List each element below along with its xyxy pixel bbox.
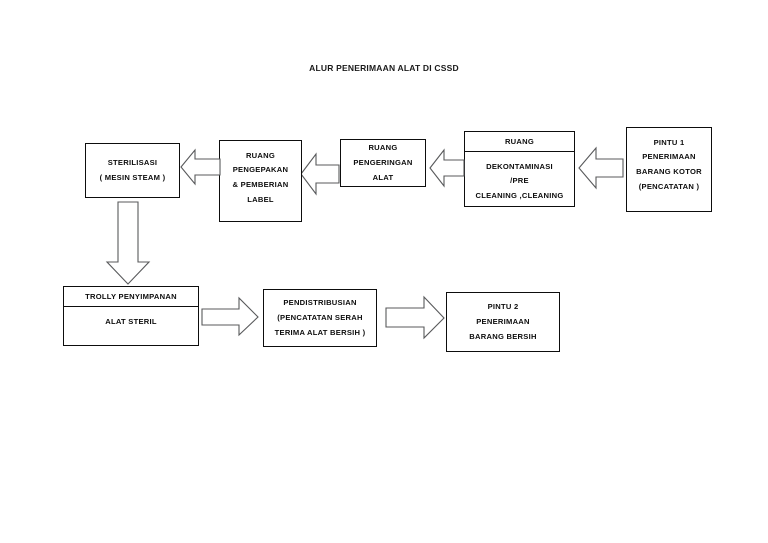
node-pendistribusian-line-2: (PENCATATAN SERAH — [277, 313, 363, 323]
node-pintu-1-line-4: (PENCATATAN ) — [638, 182, 700, 192]
node-sterilisasi-line-2: ( MESIN STEAM ) — [99, 173, 166, 182]
node-pengepakan-line-2: PENGEPAKAN — [232, 165, 289, 175]
node-pendistribusian-body: PENDISTRIBUSIAN (PENCATATAN SERAH TERIMA… — [264, 290, 376, 346]
node-pintu-2[interactable]: PINTU 2 PENERIMAAN BARANG BERSIH — [446, 292, 560, 352]
node-pengepakan-line-1: RUANG — [245, 150, 276, 160]
node-pengeringan[interactable]: RUANG PENGERINGAN ALAT — [340, 139, 426, 187]
node-dekontaminasi-header: RUANG — [465, 132, 574, 152]
node-pintu-2-line-3: BARANG BERSIH — [469, 331, 537, 341]
node-pendistribusian-line-3: TERIMA ALAT BERSIH ) — [274, 327, 366, 337]
arrow-pengeringan-to-pengepakan — [300, 152, 340, 196]
node-pintu-1-line-3: BARANG KOTOR — [636, 167, 702, 177]
node-pintu-1[interactable]: PINTU 1 PENERIMAAN BARANG KOTOR (PENCATA… — [626, 127, 712, 212]
arrow-sterilisasi-to-trolly — [105, 201, 151, 285]
node-pintu-2-line-1: PINTU 2 — [487, 302, 519, 312]
node-pengepakan-body: RUANG PENGEPAKAN & PEMBERIAN LABEL — [220, 141, 301, 221]
node-dekontaminasi-line-1: DEKONTAMINASI — [486, 161, 553, 171]
node-pengeringan-body: RUANG PENGERINGAN ALAT — [341, 140, 425, 186]
node-pintu-1-body: PINTU 1 PENERIMAAN BARANG KOTOR (PENCATA… — [627, 128, 711, 211]
node-trolly-line-1: ALAT STERIL — [105, 316, 157, 326]
node-sterilisasi[interactable]: STERILISASI ( MESIN STEAM ) — [85, 143, 180, 198]
node-pengepakan-line-4: LABEL — [247, 195, 274, 205]
node-pintu-1-line-1: PINTU 1 — [653, 137, 685, 147]
node-sterilisasi-body: STERILISASI ( MESIN STEAM ) — [86, 144, 179, 197]
node-dekontaminasi-line-3: CLEANING ,CLEANING — [475, 191, 564, 201]
arrow-pendistribusian-to-pintu2 — [385, 295, 445, 340]
node-dekontaminasi[interactable]: RUANG DEKONTAMINASI /PRE CLEANING ,CLEAN… — [464, 131, 575, 207]
node-pendistribusian[interactable]: PENDISTRIBUSIAN (PENCATATAN SERAH TERIMA… — [263, 289, 377, 347]
node-pendistribusian-line-1: PENDISTRIBUSIAN — [283, 298, 357, 308]
node-trolly-header: TROLLY PENYIMPANAN — [64, 287, 198, 307]
node-dekontaminasi-line-2: /PRE — [510, 176, 529, 186]
node-pintu-2-body: PINTU 2 PENERIMAAN BARANG BERSIH — [447, 293, 559, 351]
arrow-dekontaminasi-to-pengeringan — [429, 148, 465, 188]
node-pintu-2-line-2: PENERIMAAN — [476, 317, 530, 327]
arrow-trolly-to-pendistribusian — [201, 296, 259, 337]
node-pengeringan-line-1: RUANG — [368, 143, 398, 153]
node-pengeringan-line-3: ALAT — [372, 172, 394, 182]
node-pintu-1-line-2: PENERIMAAN — [642, 152, 696, 162]
node-trolly-body: ALAT STERIL — [64, 307, 198, 345]
node-pengepakan[interactable]: RUANG PENGEPAKAN & PEMBERIAN LABEL — [219, 140, 302, 222]
node-dekontaminasi-body: DEKONTAMINASI /PRE CLEANING ,CLEANING — [465, 152, 574, 206]
arrow-pengepakan-to-sterilisasi — [180, 148, 221, 186]
node-pengeringan-line-2: PENGERINGAN — [353, 158, 413, 168]
node-trolly-penyimpanan[interactable]: TROLLY PENYIMPANAN ALAT STERIL — [63, 286, 199, 346]
arrow-pintu1-to-dekontaminasi — [578, 146, 624, 190]
node-sterilisasi-line-1: STERILISASI — [107, 158, 158, 168]
page-title: ALUR PENERIMAAN ALAT DI CSSD — [309, 63, 459, 73]
node-pengepakan-line-3: & PEMBERIAN — [232, 180, 289, 190]
